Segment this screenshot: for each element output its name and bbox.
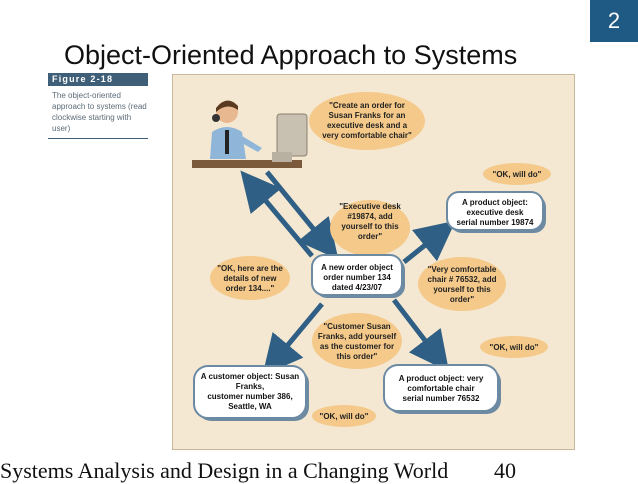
customer-message-bubble: "Customer Susan Franks, add yourself as … [312,313,402,369]
chair-message-line: order" [450,295,474,304]
customer-object-line: Seattle, WA [228,402,272,411]
customer-message-line: this order" [337,352,378,361]
product-object-chair: A product object: very comfortable chair… [383,364,501,414]
user-illustration [192,100,308,168]
customer-message-line: as the customer for [320,342,394,351]
details-line: details of new [224,274,278,283]
figure-caption: The object-oriented approach to systems … [52,91,147,133]
slide-title: Object-Oriented Approach to Systems [64,40,518,70]
order-object-line: dated 4/23/07 [332,283,383,292]
figure-rule [48,138,148,139]
customer-object-line: A customer object: Susan [201,372,300,381]
desk-message-line: order" [358,232,382,241]
chair-message-line: yourself to this [433,285,491,294]
user-speech-line: Susan Franks for an [329,111,406,120]
ok-will-do-bubble: "OK, will do" [483,163,551,185]
user-speech-line: very comfortable chair" [322,131,412,140]
details-bubble: "OK, here are the details of new order 1… [210,256,290,300]
customer-message-line: "Customer Susan [323,322,390,331]
desk-message-bubble: "Executive desk #19874, add yourself to … [330,200,410,256]
chair-message-line: chair # 76532, add [428,275,497,284]
desk-object-line: serial number 19874 [457,218,534,227]
ok-will-do-bubble: "OK, will do" [480,336,548,358]
arrow-order-to-user [240,170,314,258]
arrow-order-to-customer [262,302,324,376]
chair-object-line: comfortable chair [407,384,474,393]
arrow-order-to-desk [402,220,456,264]
chair-message-bubble: "Very comfortable chair # 76532, add you… [418,257,506,311]
customer-object: A customer object: Susan Franks, custome… [193,365,309,421]
product-object-desk: A product object: executive desk serial … [446,191,546,233]
chair-object-line: A product object: very [399,374,484,383]
ok-will-do-text: "OK, will do" [320,412,369,421]
figure-label: Figure 2-18 [48,73,148,86]
chapter-badge: 2 [590,0,638,42]
page-number: 40 [494,458,516,483]
customer-object-line: Franks, [236,382,264,391]
object-diagram: "Create an order for Susan Franks for an… [192,92,551,427]
desk-message-line: yourself to this [341,222,399,231]
chair-object-line: serial number 76532 [403,394,480,403]
user-speech-line: "Create an order for [329,101,405,110]
user-speech-line: executive desk and a [327,121,408,130]
chair-message-line: "Very comfortable [428,265,497,274]
details-line: order 134...." [226,284,275,293]
customer-object-line: customer number 386, [207,392,292,401]
footer-book-title: Systems Analysis and Design in a Changin… [0,458,449,483]
new-order-object: A new order object order number 134 date… [311,254,405,298]
order-object-line: order number 134 [323,273,391,282]
customer-message-line: Franks, add yourself [318,332,397,341]
ok-will-do-text: "OK, will do" [490,343,539,352]
desk-message-line: #19874, add [347,212,392,221]
desk-object-line: executive desk [467,208,524,217]
desk-object-line: A product object: [462,198,528,207]
arrow-order-to-chair [392,298,450,372]
ok-will-do-text: "OK, will do" [493,170,542,179]
order-object-line: A new order object [321,263,393,272]
details-line: "OK, here are the [217,264,283,273]
ok-will-do-bubble: "OK, will do" [312,405,376,427]
desk-message-line: "Executive desk [339,202,401,211]
user-speech-bubble: "Create an order for Susan Franks for an… [309,92,425,150]
